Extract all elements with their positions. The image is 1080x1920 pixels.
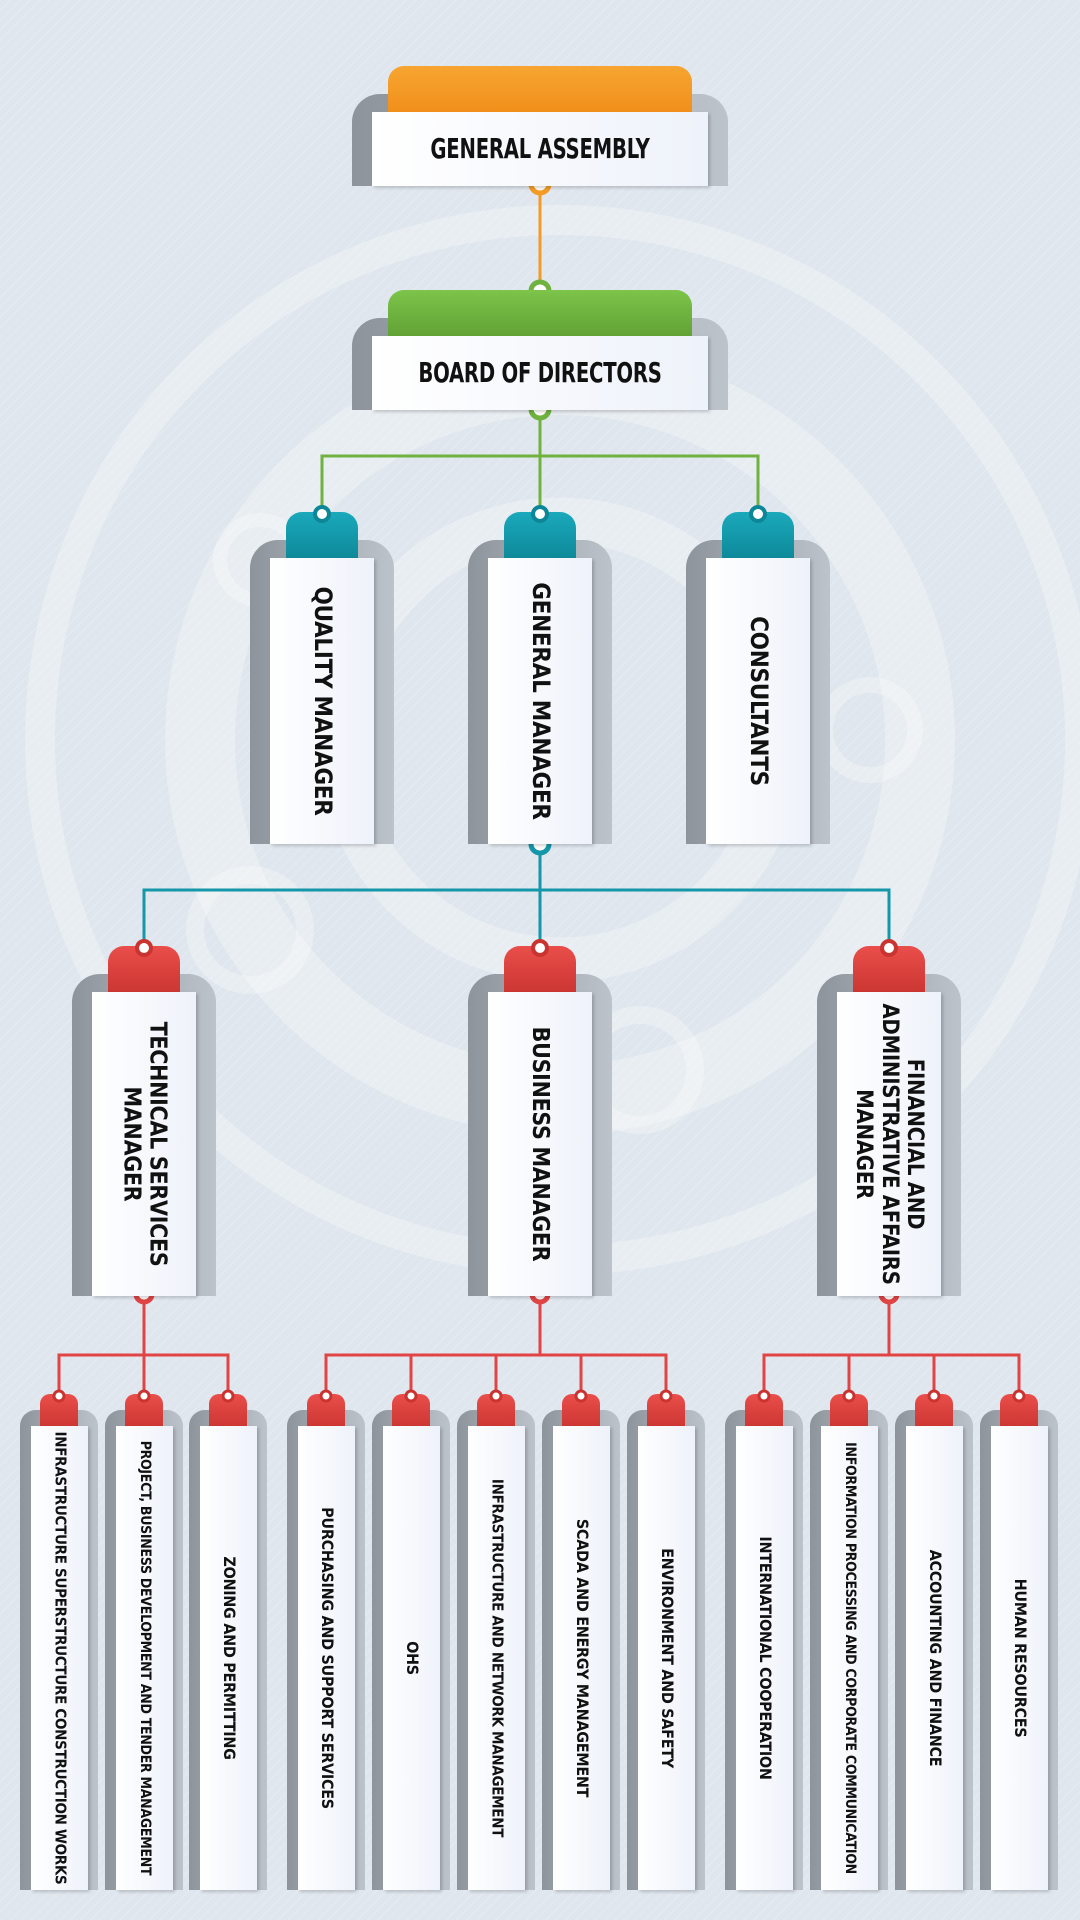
node-ohs: OHS bbox=[372, 1394, 450, 1890]
node-label: BOARD OF DIRECTORS bbox=[418, 355, 662, 389]
node-label: HUMAN RESOURCES bbox=[1010, 1578, 1030, 1738]
node-environment-and-safety: ENVIRONMENT AND SAFETY bbox=[627, 1394, 705, 1890]
node-label: INTERNATIONAL COOPERATION bbox=[755, 1536, 775, 1780]
node-label: PROJECT, BUSINESS DEVELOPMENT AND TENDER… bbox=[136, 1440, 153, 1876]
node-label: INFORMATION PROCESSING AND CORPORATE COM… bbox=[841, 1442, 858, 1874]
node-scada-and-energy-management: SCADA AND ENERGY MANAGEMENT bbox=[542, 1394, 620, 1890]
node-infrastructure-superstructure-construction: INFRASTRUCTURE SUPERSTRUCTURE CONSTRUCTI… bbox=[20, 1394, 98, 1890]
node-label: GENERAL ASSEMBLY bbox=[430, 131, 650, 165]
node-business-manager: BUSINESS MANAGER bbox=[468, 946, 612, 1296]
node-human-resources: HUMAN RESOURCES bbox=[980, 1394, 1058, 1890]
node-general-manager: GENERAL MANAGER bbox=[468, 512, 612, 844]
node-label: INFRASTRUCTURE SUPERSTRUCTURE CONSTRUCTI… bbox=[51, 1431, 70, 1885]
node-project-business-development-tender: PROJECT, BUSINESS DEVELOPMENT AND TENDER… bbox=[105, 1394, 183, 1890]
node-label: TECHNICAL SERVICES MANAGER bbox=[118, 1021, 171, 1267]
node-accounting-and-finance: ACCOUNTING AND FINANCE bbox=[895, 1394, 973, 1890]
node-technical-services-manager: TECHNICAL SERVICES MANAGER bbox=[72, 946, 216, 1296]
node-label: PURCHASING AND SUPPORT SERVICES bbox=[317, 1507, 337, 1809]
node-financial-administrative-manager: FINANCIAL AND ADMINISTRATIVE AFFAIRS MAN… bbox=[817, 946, 961, 1296]
node-board-of-directors: BOARD OF DIRECTORS bbox=[352, 290, 728, 410]
node-label: ZONING AND PERMITTING bbox=[219, 1556, 239, 1760]
node-label: INFRASTRUCTURE AND NETWORK MANAGEMENT bbox=[488, 1478, 507, 1838]
node-information-processing-corporate-communication: INFORMATION PROCESSING AND CORPORATE COM… bbox=[810, 1394, 888, 1890]
node-label: OHS bbox=[402, 1641, 422, 1675]
node-general-assembly: GENERAL ASSEMBLY bbox=[352, 66, 728, 186]
node-infrastructure-and-network-management: INFRASTRUCTURE AND NETWORK MANAGEMENT bbox=[457, 1394, 535, 1890]
node-label: QUALITY MANAGER bbox=[308, 586, 337, 816]
node-zoning-and-permitting: ZONING AND PERMITTING bbox=[189, 1394, 267, 1890]
node-label: BUSINESS MANAGER bbox=[527, 1026, 554, 1262]
node-label: ENVIRONMENT AND SAFETY bbox=[657, 1548, 677, 1768]
node-label: SCADA AND ENERGY MANAGEMENT bbox=[572, 1518, 592, 1798]
node-label: GENERAL MANAGER bbox=[526, 582, 555, 820]
node-purchasing-and-support-services: PURCHASING AND SUPPORT SERVICES bbox=[287, 1394, 365, 1890]
node-international-cooperation: INTERNATIONAL COOPERATION bbox=[725, 1394, 803, 1890]
node-label: ACCOUNTING AND FINANCE bbox=[925, 1549, 945, 1767]
node-label: CONSULTANTS bbox=[744, 616, 773, 786]
node-quality-manager: QUALITY MANAGER bbox=[250, 512, 394, 844]
node-consultants: CONSULTANTS bbox=[686, 512, 830, 844]
node-label: FINANCIAL AND ADMINISTRATIVE AFFAIRS MAN… bbox=[851, 1003, 927, 1285]
